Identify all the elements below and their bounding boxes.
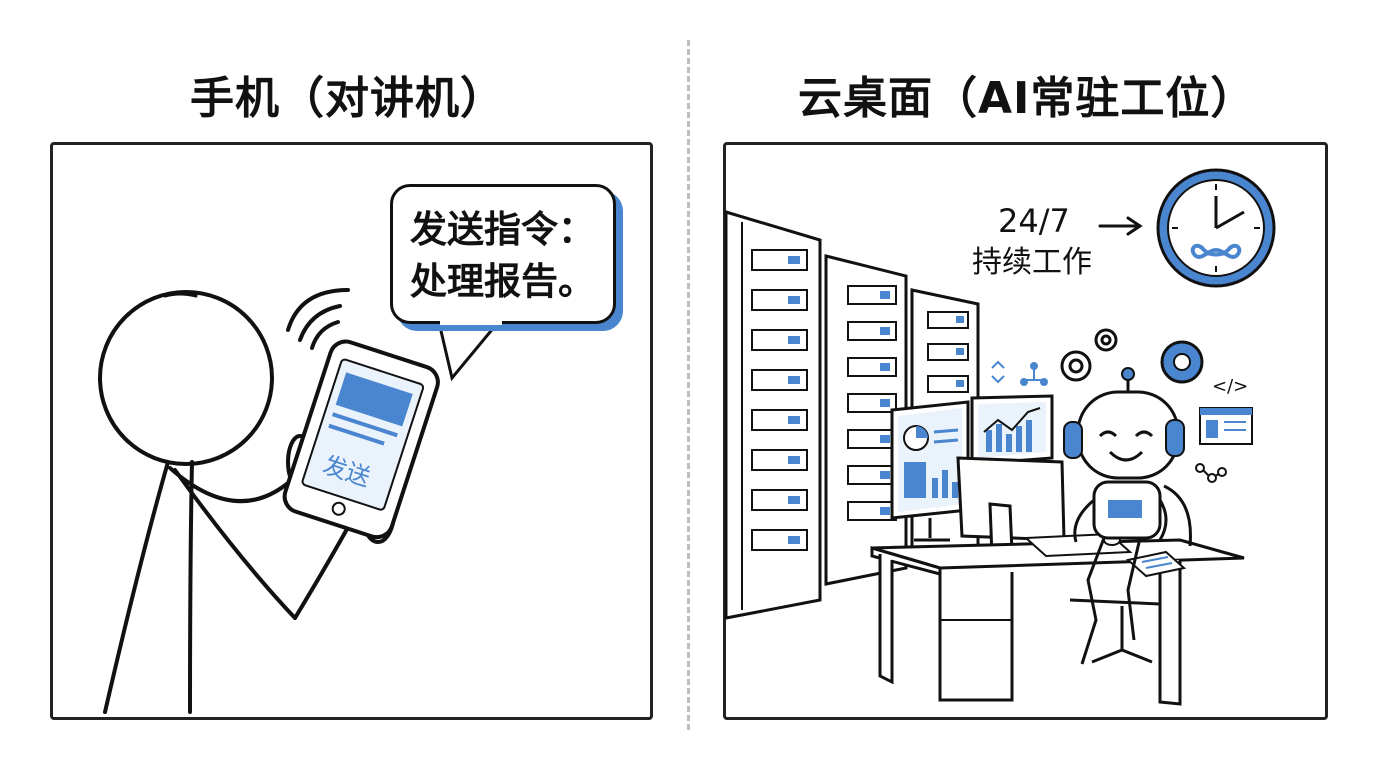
- chevron-updown-icon: [991, 360, 1005, 384]
- bubble-line-1: 发送指令：: [410, 208, 595, 251]
- figure-arm-upper: [168, 466, 298, 504]
- bubble-line-2: 处理报告。: [410, 260, 595, 303]
- bar-chart-icon: [983, 407, 1041, 452]
- right-panel-title: 云桌面（AI常驻工位）: [798, 73, 1256, 124]
- speech-bubble-text: 发送指令： 处理报告。: [410, 204, 595, 308]
- monitor-icon: [890, 400, 970, 542]
- clock-icon: [1156, 168, 1276, 288]
- robot-icon: [1063, 367, 1185, 665]
- signal-wave-icon: [286, 288, 350, 350]
- speech-bubble: [390, 184, 616, 324]
- desk: [870, 538, 1245, 706]
- gear-icon: [1060, 328, 1118, 382]
- chair: [1069, 484, 1192, 664]
- uptime-caption: 持续工作: [972, 245, 1092, 280]
- network-icon: [1195, 463, 1227, 483]
- figure-body-left: [103, 460, 170, 714]
- document-icon: [1125, 550, 1187, 578]
- figure-body-right: [188, 460, 194, 714]
- infinity-icon: [1190, 243, 1242, 259]
- pie-chart-icon: [903, 425, 929, 451]
- document-icon: [1199, 407, 1253, 445]
- code-icon: </>: [1212, 376, 1248, 397]
- panel-divider: [687, 40, 690, 730]
- monitor-icon: [956, 456, 1066, 558]
- gear-icon: [1160, 340, 1204, 384]
- arrow-right-icon: [1098, 216, 1143, 236]
- svg-text:</>: </>: [1212, 376, 1248, 397]
- uptime-value: 24/7: [998, 202, 1070, 240]
- network-icon: [1020, 362, 1048, 386]
- figure-arm-lower: [173, 468, 297, 620]
- left-panel-title: 手机（对讲机）: [190, 73, 505, 124]
- monitor-icon: [970, 394, 1054, 466]
- phone-icon: 发送: [282, 339, 440, 540]
- figure-head: [98, 290, 274, 466]
